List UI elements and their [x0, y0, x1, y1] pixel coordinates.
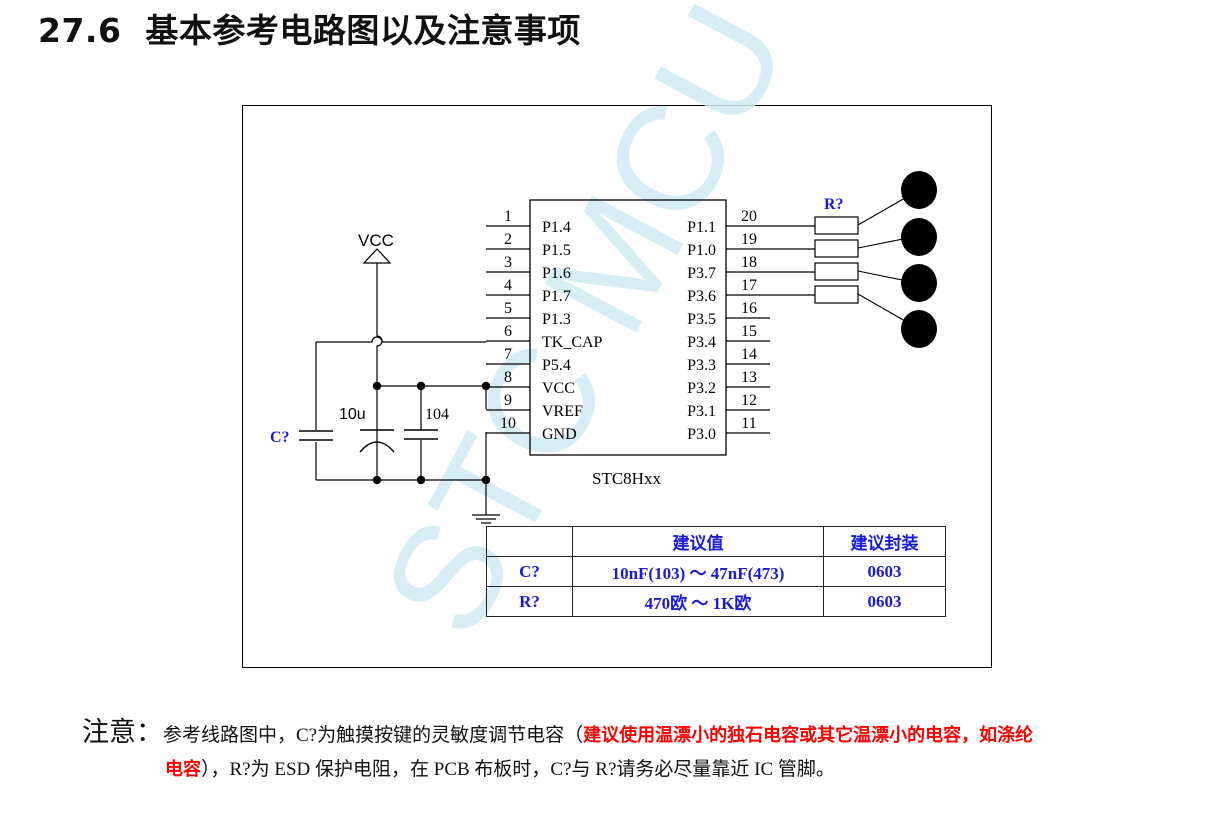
- pin-name: GND: [542, 426, 577, 443]
- pin-number: 8: [504, 369, 512, 386]
- table-cell-part: C?: [486, 556, 573, 587]
- left-pins: 1P1.4 2P1.5 3P1.6 4P1.7 5P1.3 6TK_CAP 7P5.4 8VC…: [486, 208, 603, 443]
- pin-name: P1.5: [542, 242, 571, 259]
- table-header-cell: 建议值: [572, 526, 824, 557]
- pin-name: P1.0: [687, 242, 716, 259]
- table-cell-package: 0603: [823, 556, 946, 587]
- pin-name: P3.0: [687, 426, 716, 443]
- pin-number: 10: [500, 415, 516, 432]
- resistor: [814, 262, 859, 281]
- note-text-2: ），R?为 ESD 保护电阻，在 PCB 布板时，C?与 R?请务必尽量靠近 I…: [201, 759, 835, 780]
- touch-pad: [901, 264, 937, 302]
- chip-name: STC8Hxx: [592, 469, 661, 488]
- c104-label: 104: [425, 406, 449, 423]
- note-line-1: 注意：参考线路图中，C?为触摸按键的灵敏度调节电容（建议使用温漂小的独石电容或其…: [82, 715, 1207, 753]
- touch-pad: [901, 218, 937, 256]
- table-row: R? 470欧 ～ 1K欧 0603: [486, 586, 946, 617]
- note-highlight-2: 电容: [165, 759, 201, 780]
- pin-name: VCC: [542, 380, 575, 397]
- c10u-label: 10u: [339, 406, 366, 423]
- spec-table: 建议值 建议封装 C? 10nF(103) ～ 47nF(473) 0603 R…: [486, 526, 946, 617]
- pin-number: 19: [741, 231, 757, 248]
- note-label: 注意：: [82, 717, 163, 747]
- junction-dot: [481, 475, 491, 485]
- c10u-curved-plate: [359, 441, 395, 453]
- ctouch-label: C?: [270, 429, 290, 446]
- pin-number: 17: [741, 277, 757, 294]
- pin-name: P1.1: [687, 219, 716, 236]
- note-paragraph: 注意：参考线路图中，C?为触摸按键的灵敏度调节电容（建议使用温漂小的独石电容或其…: [82, 715, 1207, 787]
- pin-number: 14: [741, 346, 757, 363]
- table-header-cell: [486, 526, 573, 557]
- pin-number: 3: [504, 254, 512, 271]
- table-cell-value: 470欧 ～ 1K欧: [572, 586, 824, 617]
- pin-number: 15: [741, 323, 757, 340]
- resistor: [814, 239, 859, 258]
- pin-name: P1.6: [542, 265, 571, 282]
- table-cell-package: 0603: [823, 586, 946, 617]
- schematic-frame: [242, 105, 992, 668]
- vcc-wire: [376, 263, 383, 480]
- pin-number: 5: [504, 300, 512, 317]
- section-number: 27.6: [38, 11, 122, 50]
- tkcap-wire: [316, 336, 486, 343]
- pin-number: 13: [741, 369, 757, 386]
- vcc-label: VCC: [358, 231, 394, 250]
- resistor: [814, 285, 859, 304]
- junction-dot: [372, 475, 382, 485]
- ic-body: [529, 199, 727, 456]
- pin-number: 6: [504, 323, 512, 340]
- gnd-bus: [316, 432, 487, 515]
- pin-number: 9: [504, 392, 512, 409]
- section-heading: 基本参考电路图以及注意事项: [145, 11, 581, 50]
- pin-number: 1: [504, 208, 512, 225]
- touch-pad: [901, 310, 937, 348]
- pin-name: P1.4: [542, 219, 571, 236]
- note-highlight-1: 建议使用温漂小的独石电容或其它温漂小的电容，如涤纶: [583, 725, 1034, 746]
- pin-name: P3.6: [687, 288, 716, 305]
- resistor-label: R?: [824, 196, 844, 213]
- pin-name: P3.5: [687, 311, 716, 328]
- note-line-2: 电容），R?为 ESD 保护电阻，在 PCB 布板时，C?与 R?请务必尽量靠近…: [82, 753, 1207, 787]
- junction-dot: [416, 475, 426, 485]
- section-title: 27.6 基本参考电路图以及注意事项: [38, 4, 581, 52]
- resistor: [814, 216, 859, 235]
- pin-number: 12: [741, 392, 757, 409]
- table-header-row: 建议值 建议封装: [486, 526, 946, 557]
- note-text-1: 参考线路图中，C?为触摸按键的灵敏度调节电容（: [163, 725, 584, 746]
- junction-dot: [416, 381, 426, 391]
- pin-name: P1.7: [542, 288, 571, 305]
- pin-name: P3.3: [687, 357, 716, 374]
- touch-pad: [901, 171, 937, 209]
- pin-number: 2: [504, 231, 512, 248]
- table-row: C? 10nF(103) ～ 47nF(473) 0603: [486, 556, 946, 587]
- junction-dot: [372, 381, 382, 391]
- pin-name: P1.3: [542, 311, 571, 328]
- vcc-arrow-symbol: [362, 248, 392, 264]
- junction-dot: [481, 381, 491, 391]
- pin-number: 18: [741, 254, 757, 271]
- pin-name: P3.4: [687, 334, 716, 351]
- pin-number: 16: [741, 300, 757, 317]
- pin-name: P3.1: [687, 403, 716, 420]
- pad-wire: [857, 270, 906, 282]
- table-header-cell: 建议封装: [823, 526, 946, 557]
- pin-name: P3.2: [687, 380, 716, 397]
- pin-name: VREF: [542, 403, 583, 420]
- pin-number: 7: [504, 346, 512, 363]
- pad-wire: [857, 197, 906, 226]
- pad-wire: [857, 293, 906, 322]
- pin-name: TK_CAP: [542, 334, 603, 351]
- pin-number: 11: [741, 415, 756, 432]
- pin-number: 4: [504, 277, 512, 294]
- pad-wire: [857, 238, 906, 249]
- table-cell-value: 10nF(103) ～ 47nF(473): [572, 556, 824, 587]
- pin-name: P5.4: [542, 357, 571, 374]
- pin-number: 20: [741, 208, 757, 225]
- resistor-touchpad-group: [814, 171, 937, 348]
- table-cell-part: R?: [486, 586, 573, 617]
- pin-name: P3.7: [687, 265, 716, 282]
